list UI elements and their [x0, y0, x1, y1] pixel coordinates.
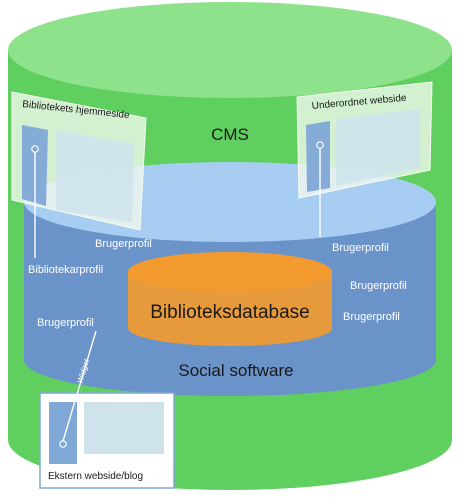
- database-cylinder: [128, 252, 332, 346]
- external-panel-title: Ekstern webside/blog: [48, 471, 143, 482]
- external-panel-column: [49, 402, 77, 464]
- external-panel-content: [84, 402, 164, 454]
- sub-website-panel-content: [336, 109, 420, 186]
- library-panel-content: [56, 130, 134, 222]
- cms-label: CMS: [211, 125, 249, 144]
- external-site-panel: Ekstern webside/blog: [39, 392, 175, 489]
- database-label: Biblioteksdatabase: [150, 302, 310, 323]
- user-profile-label-right-1: Brugerprofil: [350, 280, 407, 292]
- database-cylinder-body: [128, 272, 332, 346]
- cms-cylinder-top: [8, 2, 452, 98]
- widget-connector: [62, 330, 97, 442]
- user-profile-label-left: Brugerprofil: [37, 317, 94, 329]
- librarian-profile-label: Bibliotekarprofil: [28, 264, 103, 276]
- user-profile-label-right-2: Brugerprofil: [343, 311, 400, 323]
- sub-website-panel: Underordnet webside: [296, 81, 433, 199]
- database-cylinder-top: [128, 252, 332, 292]
- user-profile-label-top-right: Brugerprofil: [332, 242, 389, 254]
- social-software-label: Social software: [178, 361, 293, 380]
- user-profile-label-top-left: Brugerprofil: [95, 238, 152, 250]
- sub-website-panel-column: [306, 121, 330, 192]
